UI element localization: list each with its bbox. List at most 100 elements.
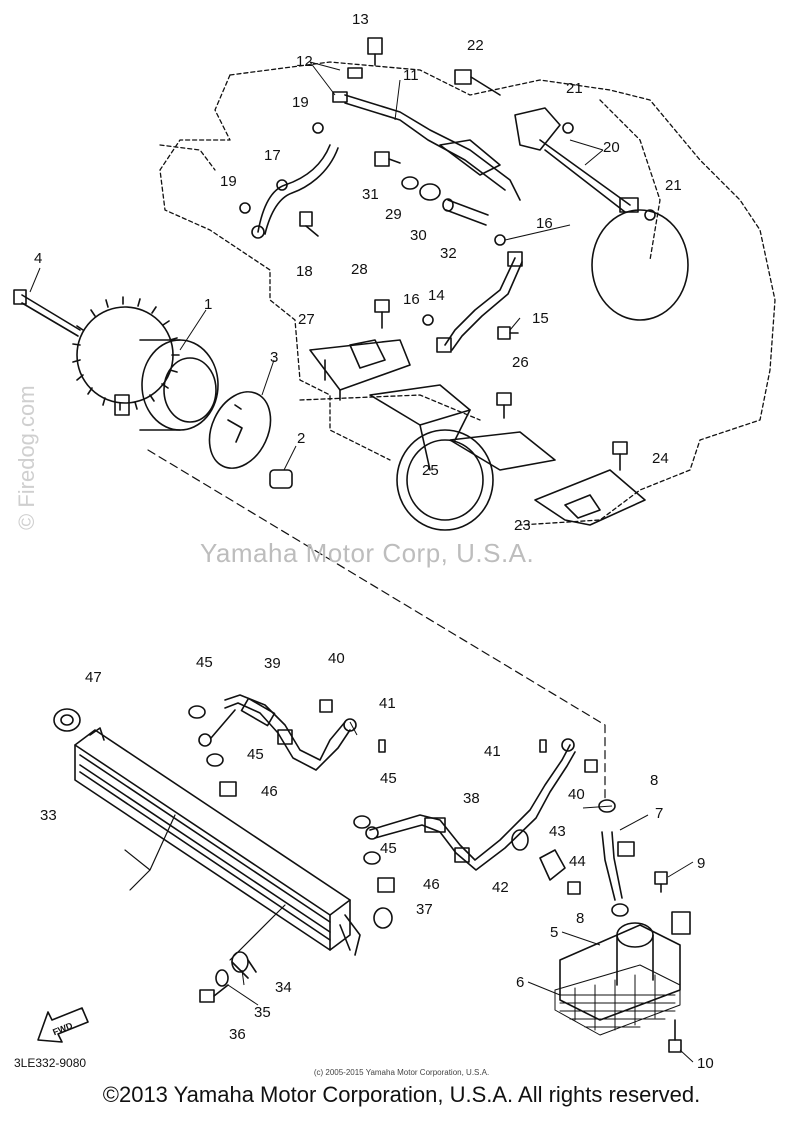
bolt-36 bbox=[199, 984, 229, 1003]
washer-29 bbox=[401, 176, 419, 190]
pump-bolt bbox=[13, 289, 81, 337]
callout-25: 25 bbox=[422, 462, 439, 479]
bolt-9 bbox=[654, 871, 668, 893]
callout-47: 47 bbox=[85, 669, 102, 686]
oil-pipe-20 bbox=[514, 107, 639, 213]
callout-1: 1 bbox=[204, 296, 212, 313]
callout-38: 38 bbox=[463, 790, 480, 807]
bolt-12 bbox=[332, 67, 363, 103]
callout-13: 13 bbox=[352, 11, 369, 28]
callout-40-upper: 40 bbox=[328, 650, 345, 667]
callout-7: 7 bbox=[655, 805, 663, 822]
callout-39: 39 bbox=[264, 655, 281, 672]
callout-23: 23 bbox=[514, 517, 531, 534]
union-bolts-46 bbox=[219, 781, 395, 893]
callout-41-lower: 41 bbox=[484, 743, 501, 760]
callout-20: 20 bbox=[603, 139, 620, 156]
collar-34 bbox=[231, 951, 257, 979]
callout-3: 3 bbox=[270, 349, 278, 366]
footer-copyright: ©2013 Yamaha Motor Corporation, U.S.A. A… bbox=[102, 1082, 701, 1107]
callout-44: 44 bbox=[569, 853, 586, 870]
grommet-42 bbox=[511, 829, 529, 851]
callout-45-d: 45 bbox=[380, 840, 397, 857]
bolt-24 bbox=[612, 441, 628, 471]
cooler-grommet-47 bbox=[53, 708, 81, 732]
callout-9: 9 bbox=[697, 855, 705, 872]
callout-11: 11 bbox=[403, 67, 419, 84]
part-code: 3LE332-9080 bbox=[14, 1056, 87, 1070]
bolt-10 bbox=[668, 1019, 682, 1053]
oil-cooler bbox=[74, 727, 361, 956]
baffle-plate-23 bbox=[534, 469, 646, 526]
callout-16-right: 16 bbox=[536, 215, 553, 232]
callout-21-upper: 21 bbox=[566, 80, 583, 97]
washers-19-21 bbox=[239, 122, 656, 221]
baffle-plate-27 bbox=[309, 339, 411, 401]
oil-pipe-7 bbox=[601, 831, 635, 901]
callout-19-lower: 19 bbox=[220, 173, 237, 190]
callout-28: 28 bbox=[351, 261, 368, 278]
washer-30 bbox=[419, 183, 441, 201]
callout-34: 34 bbox=[275, 979, 292, 996]
union-bolt-13 bbox=[367, 37, 383, 66]
callout-8-upper: 8 bbox=[650, 772, 658, 789]
strainer-screen-6 bbox=[554, 964, 681, 1036]
clamp-43 bbox=[539, 849, 566, 881]
callout-41-upper: 41 bbox=[379, 695, 396, 712]
callout-29: 29 bbox=[385, 206, 402, 223]
reference-line bbox=[147, 449, 606, 801]
callout-12: 12 bbox=[296, 53, 313, 70]
watermark-firedog: © Firedog.com bbox=[14, 385, 39, 530]
callout-32: 32 bbox=[440, 245, 457, 262]
bolt-26 bbox=[496, 392, 512, 419]
callout-18: 18 bbox=[296, 263, 313, 280]
callout-22: 22 bbox=[467, 37, 484, 54]
bolt-31 bbox=[374, 151, 401, 167]
union-bolt-22 bbox=[454, 69, 501, 96]
callout-2: 2 bbox=[297, 430, 305, 447]
oil-pump-cover bbox=[208, 391, 272, 469]
callout-24: 24 bbox=[652, 450, 669, 467]
callout-46-lower: 46 bbox=[423, 876, 440, 893]
callout-31: 31 bbox=[362, 186, 379, 203]
callout-6: 6 bbox=[516, 974, 524, 991]
grommet-37 bbox=[373, 907, 393, 929]
callout-30: 30 bbox=[410, 227, 427, 244]
washer-35 bbox=[215, 969, 229, 987]
callout-17: 17 bbox=[264, 147, 281, 164]
callout-45-c: 45 bbox=[380, 770, 397, 787]
callout-10: 10 bbox=[697, 1055, 714, 1072]
baffle-plate-25 bbox=[369, 384, 556, 471]
callout-37: 37 bbox=[416, 901, 433, 918]
fwd-label: FWD bbox=[51, 1020, 74, 1037]
callout-labels: 1 2 3 4 5 6 7 8 8 9 10 11 12 13 14 15 16… bbox=[34, 11, 714, 1072]
oil-hose-38 bbox=[365, 738, 576, 871]
callout-14: 14 bbox=[428, 287, 445, 304]
bolt-28 bbox=[374, 299, 390, 329]
callout-26: 26 bbox=[512, 354, 529, 371]
bolts-40 bbox=[319, 699, 598, 773]
relief-valve-32 bbox=[442, 198, 489, 226]
small-copyright: (c) 2005-2015 Yamaha Motor Corporation, … bbox=[313, 1068, 490, 1077]
fwd-arrow-icon bbox=[37, 1007, 89, 1043]
callout-45-a: 45 bbox=[196, 654, 213, 671]
callout-45-b: 45 bbox=[247, 746, 264, 763]
washers-16 bbox=[422, 234, 506, 326]
callout-27: 27 bbox=[298, 311, 315, 328]
callout-4: 4 bbox=[34, 250, 42, 267]
callout-46-upper: 46 bbox=[261, 783, 278, 800]
callout-33: 33 bbox=[40, 807, 57, 824]
washers-45 bbox=[188, 705, 381, 865]
bolt-18 bbox=[299, 211, 319, 237]
watermark-yamaha: Yamaha Motor Corp, U.S.A. bbox=[200, 538, 535, 568]
bolt-44 bbox=[567, 881, 581, 895]
o-rings-8 bbox=[598, 799, 629, 917]
callout-5: 5 bbox=[550, 924, 558, 941]
callout-42: 42 bbox=[492, 879, 509, 896]
callout-21-lower: 21 bbox=[665, 177, 682, 194]
leader-lines-cooler bbox=[124, 814, 286, 961]
oil-pipe-17 bbox=[251, 144, 339, 239]
callout-43: 43 bbox=[549, 823, 566, 840]
